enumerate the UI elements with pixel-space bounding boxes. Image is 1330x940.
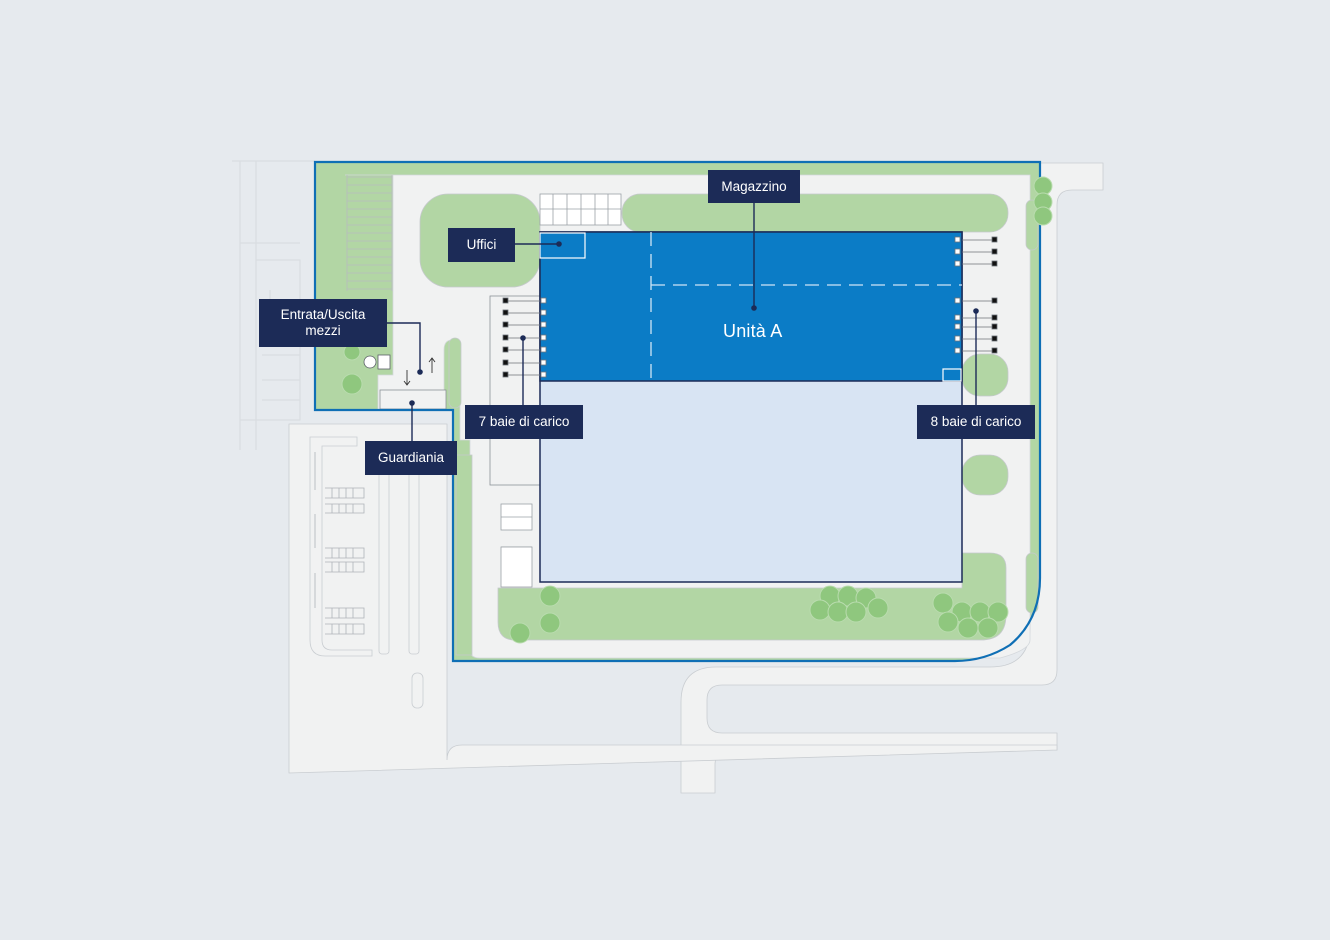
- traffic-direction-arrows: [403, 357, 436, 386]
- leader-dots: [409, 241, 979, 406]
- unit-a-area: [539, 231, 963, 382]
- entrata-uscita-label[interactable]: Entrata/Uscita mezzi: [259, 299, 387, 347]
- guardiania-label[interactable]: Guardiania: [365, 441, 457, 475]
- baie-est-label[interactable]: 8 baie di carico: [917, 405, 1035, 439]
- dock-bays-east: [954, 236, 998, 354]
- gatehouse: [379, 389, 447, 410]
- unit-a-divisions: [650, 232, 962, 381]
- dock-bays-west: [502, 297, 547, 378]
- uffici-label[interactable]: Uffici: [448, 228, 515, 262]
- unit-a-title: Unità A: [723, 321, 783, 341]
- gate-utilities: [363, 354, 391, 370]
- baie-ovest-label[interactable]: 7 baie di carico: [465, 405, 583, 439]
- external-parking: [309, 436, 424, 709]
- west-yard-outline: [489, 295, 541, 486]
- trees: [341, 176, 1053, 644]
- truck-parking-stripes: [346, 175, 393, 291]
- label-leader-lines: [386, 203, 977, 441]
- corner-room: [942, 368, 962, 382]
- office-block: [539, 232, 586, 259]
- magazzino-label[interactable]: Magazzino: [708, 170, 800, 203]
- parking-stalls-left: [314, 452, 365, 635]
- site-boundary-line: [313, 160, 1042, 663]
- office-parking: [500, 193, 622, 588]
